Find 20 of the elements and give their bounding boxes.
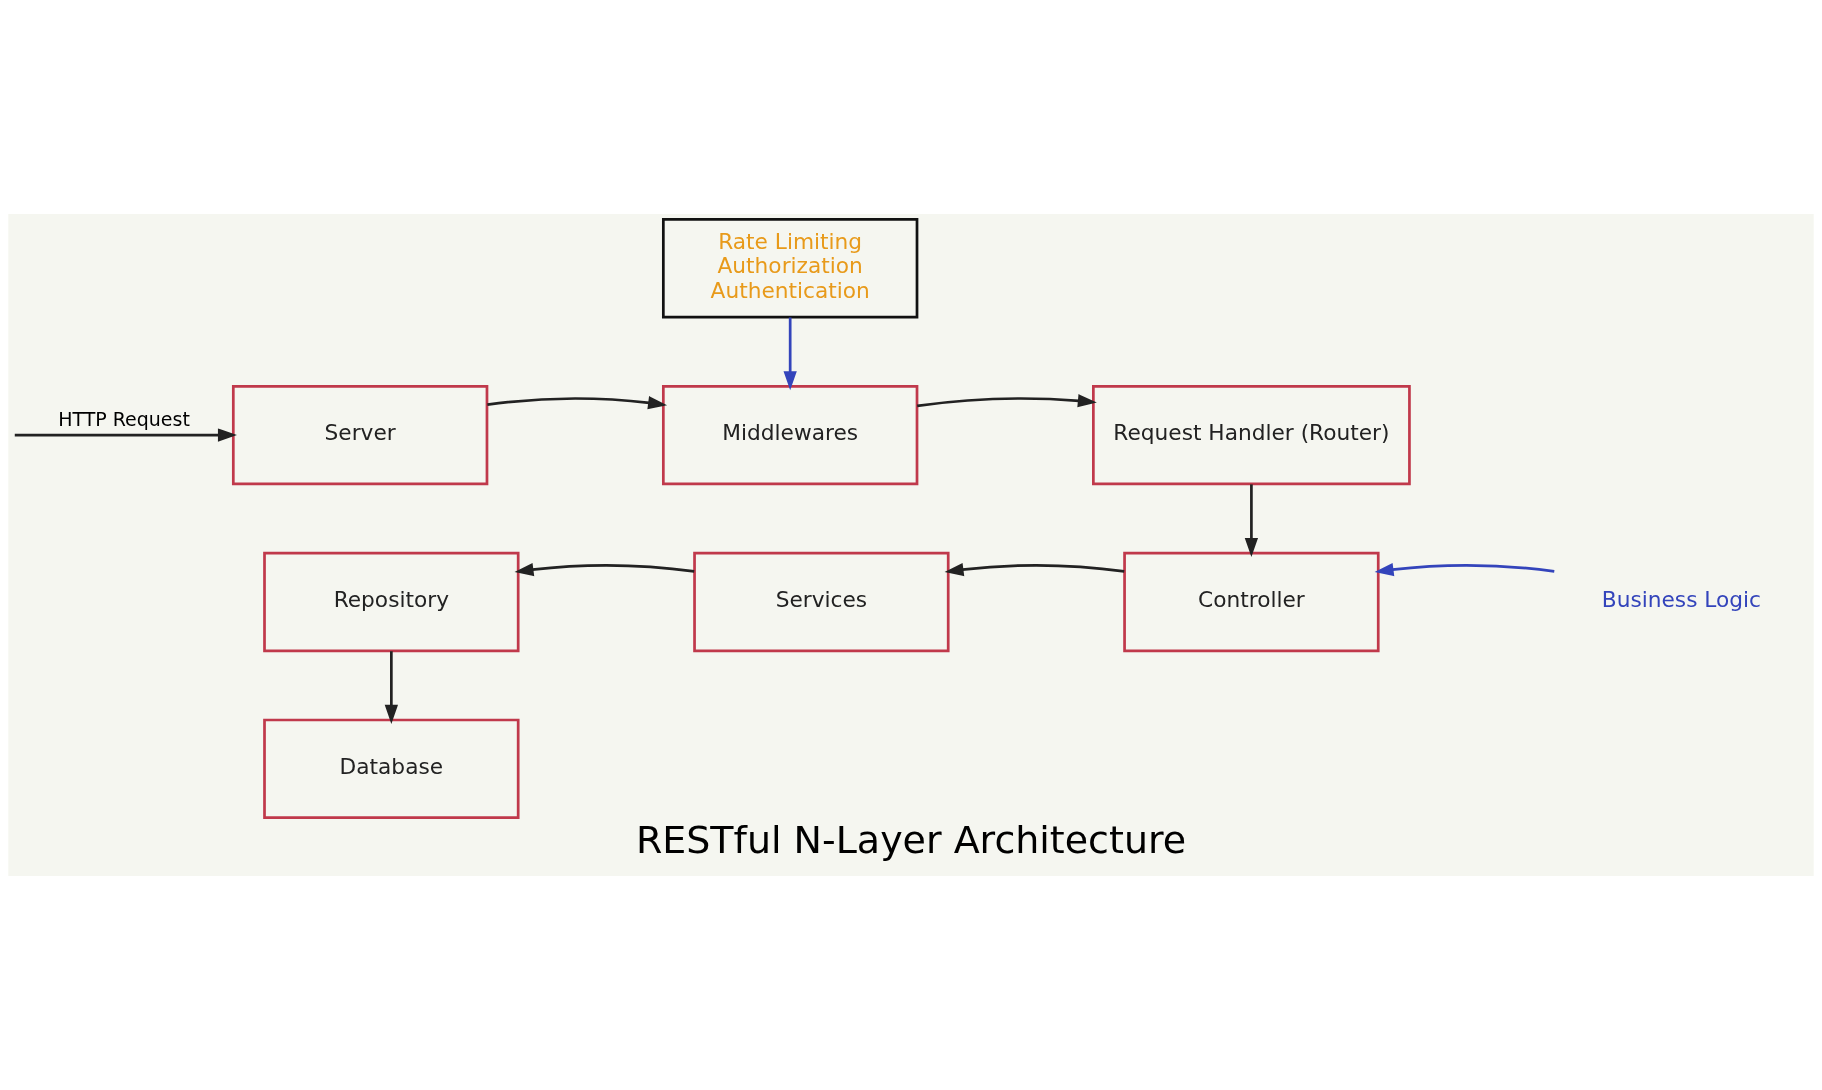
node-box: Server: [231, 384, 489, 486]
arrow: [917, 394, 1097, 408]
node-box: Services: [693, 551, 950, 653]
edge-label: HTTP Request: [58, 407, 190, 430]
arrow: [783, 317, 797, 391]
node-box: Database: [263, 718, 520, 820]
node-box: Rate Limiting Authorization Authentication: [661, 218, 919, 319]
arrow: [384, 651, 398, 724]
arrow: [944, 562, 1125, 577]
node-text: Business Logic: [1601, 587, 1762, 613]
arrow: [487, 396, 668, 410]
arrow: [1244, 484, 1259, 557]
node-box: Repository: [263, 551, 520, 653]
node-box: Request Handler (Router): [1092, 384, 1411, 486]
node-box: Middlewares: [661, 384, 919, 486]
diagram-title: RESTful N-Layer Architecture: [635, 818, 1187, 863]
arrow: [514, 562, 695, 577]
arrow: [1374, 562, 1555, 577]
arrow: [14, 428, 237, 442]
node-box: Controller: [1123, 551, 1380, 653]
